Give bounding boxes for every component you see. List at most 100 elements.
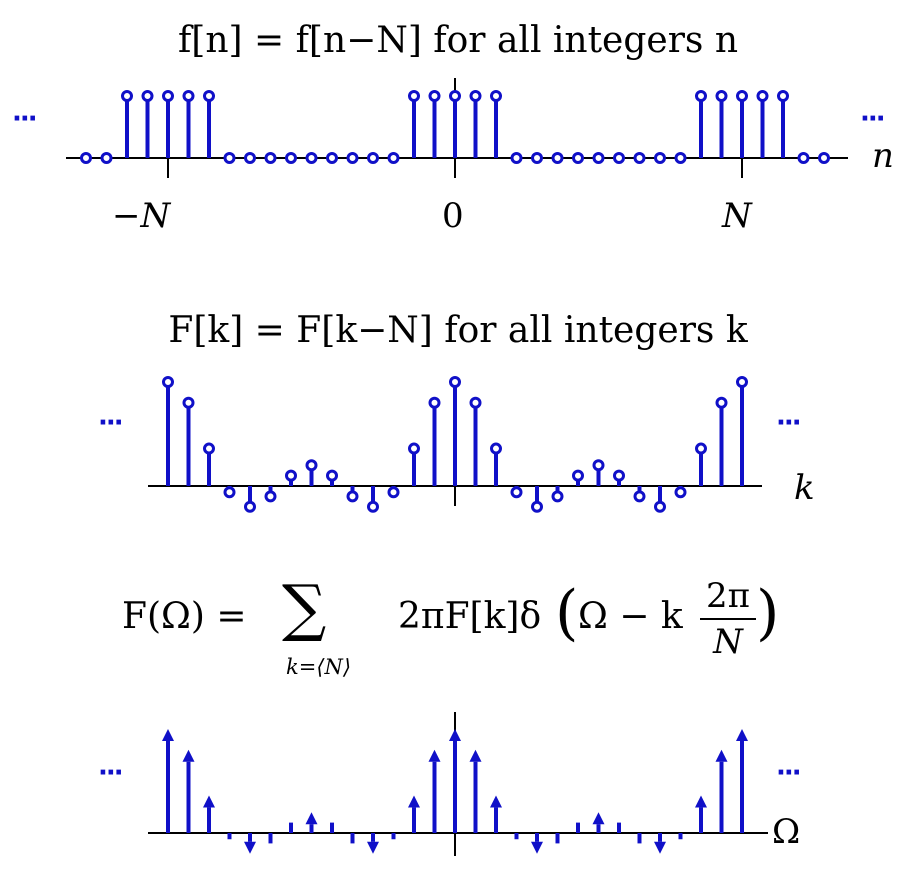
impulse-arrowhead xyxy=(490,795,502,808)
sample-f xyxy=(121,90,133,102)
sample-f xyxy=(490,90,502,102)
impulse-arrowhead xyxy=(162,729,174,741)
sample-F xyxy=(592,459,605,472)
sample-F xyxy=(264,490,277,503)
impulse-arrowhead xyxy=(715,749,728,762)
sample-F xyxy=(223,486,236,499)
sample-f xyxy=(654,152,666,164)
sample-f xyxy=(736,90,748,102)
sample-f xyxy=(818,152,830,164)
eq1-text: f[n] = f[n−N] for all integers n xyxy=(177,20,739,61)
sample-f xyxy=(695,90,707,102)
sample-f xyxy=(80,152,92,164)
sample-f xyxy=(572,152,584,164)
sample-f xyxy=(182,90,195,102)
paren-left: ( xyxy=(555,578,579,648)
impulse-arrowhead xyxy=(408,795,420,808)
sample-F xyxy=(203,442,215,455)
sample-f xyxy=(613,152,625,164)
sample-F xyxy=(387,486,400,499)
impulse-arrowhead xyxy=(182,749,195,762)
sample-f xyxy=(100,152,113,164)
sample-F xyxy=(674,486,687,499)
impulse-arrowhead xyxy=(469,749,482,762)
impulse-arrowhead xyxy=(449,729,461,741)
sample-F xyxy=(736,376,748,388)
sample-f xyxy=(264,152,277,164)
impulse-arrowhead xyxy=(592,812,605,825)
sample-f xyxy=(510,152,523,164)
sample-f xyxy=(449,90,461,102)
ellipsis-left-plot3: ··· xyxy=(98,758,124,788)
sample-F xyxy=(551,490,564,503)
sample-f xyxy=(285,152,297,164)
impulse-arrowhead xyxy=(367,841,379,854)
sample-f xyxy=(674,152,687,164)
impulse-arrowhead xyxy=(736,729,748,741)
sample-F xyxy=(531,500,543,513)
ellipsis-left-plot1: ··· xyxy=(12,104,38,134)
sample-F xyxy=(695,442,707,455)
axis-label-omega: Ω xyxy=(772,812,801,852)
sample-F xyxy=(285,469,297,482)
sample-F xyxy=(449,376,461,388)
tick-label-N: N xyxy=(722,196,752,236)
sample-f xyxy=(305,152,318,164)
sample-F xyxy=(490,442,502,455)
impulse-arrowhead xyxy=(244,841,256,854)
sample-F xyxy=(613,469,625,482)
sample-f xyxy=(203,90,215,102)
sample-f xyxy=(715,90,728,102)
sample-F xyxy=(346,490,359,503)
impulse-arrowhead xyxy=(654,841,666,854)
sample-F xyxy=(428,396,441,409)
sample-f xyxy=(326,152,338,164)
sample-f xyxy=(777,90,789,102)
sample-F xyxy=(633,490,646,503)
sample-f xyxy=(756,90,769,102)
sample-f xyxy=(531,152,543,164)
sample-f xyxy=(223,152,236,164)
sample-f xyxy=(367,152,379,164)
sample-F xyxy=(367,500,379,513)
eq3-left-side: F(Ω) = xyxy=(122,596,247,637)
axis-label-k: k xyxy=(794,468,815,508)
eq2-text: F[k] = F[k−N] for all integers k xyxy=(168,310,748,351)
impulse-arrowhead xyxy=(531,841,543,854)
sample-F xyxy=(244,500,256,513)
sample-F xyxy=(715,396,728,409)
sample-f xyxy=(469,90,482,102)
eq3-term: 2πF[k]δ xyxy=(398,596,542,637)
sample-F xyxy=(408,442,420,455)
sample-f xyxy=(551,152,564,164)
sample-f xyxy=(797,152,810,164)
fraction-numerator: 2π xyxy=(706,576,750,616)
summation-subscript: k=⟨N⟩ xyxy=(286,655,352,679)
sample-F xyxy=(162,376,174,388)
ellipsis-right-plot2: ··· xyxy=(776,408,802,438)
sample-F xyxy=(510,486,523,499)
equation-periodic-F: F[k] = F[k−N] for all integers k xyxy=(0,310,916,351)
sample-f xyxy=(244,152,256,164)
tick-minus-N-text: −N xyxy=(112,196,171,236)
sample-f xyxy=(162,90,174,102)
sample-F xyxy=(326,469,338,482)
sample-F xyxy=(654,500,666,513)
sample-f xyxy=(141,90,154,102)
equation-periodic-f: f[n] = f[n−N] for all integers n xyxy=(0,20,916,61)
ellipsis-right-plot1: ··· xyxy=(860,104,886,134)
paren-right: ) xyxy=(756,578,780,648)
tick-label-minus-N: −N xyxy=(112,196,170,236)
ellipsis-left-plot2: ··· xyxy=(98,408,124,438)
axis-label-n: n xyxy=(872,136,894,176)
sample-f xyxy=(633,152,646,164)
impulse-arrowhead xyxy=(428,749,441,762)
sample-f xyxy=(428,90,441,102)
ellipsis-right-plot3: ··· xyxy=(776,758,802,788)
fraction-bar xyxy=(700,618,756,620)
sample-F xyxy=(305,459,318,472)
sample-f xyxy=(408,90,420,102)
impulse-arrowhead xyxy=(695,795,707,808)
sample-F xyxy=(572,469,584,482)
